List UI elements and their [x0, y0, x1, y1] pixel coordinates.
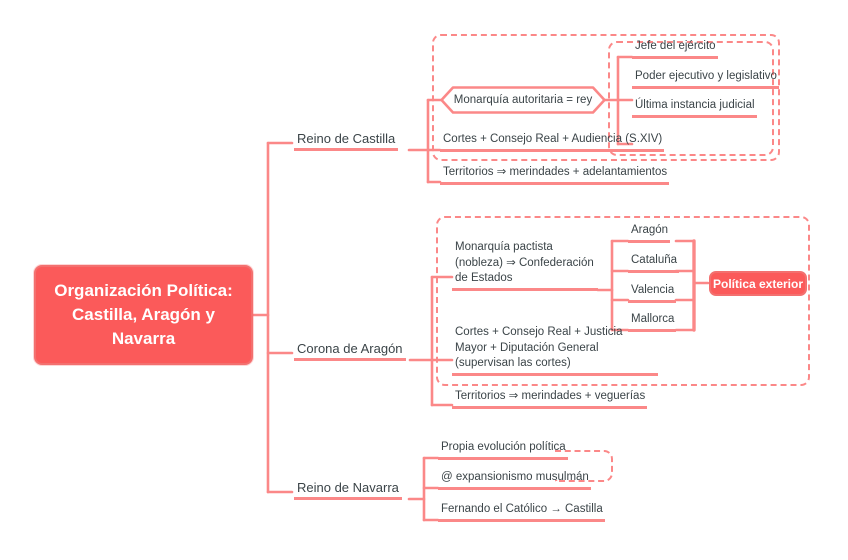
root-label: Organización Política: Castilla, Aragón … [54, 280, 233, 349]
estado-cataluna-label: Cataluña [631, 253, 678, 266]
leaf-estado-cataluna[interactable]: Cataluña [628, 253, 680, 273]
jefe-ejercito-label: Jefe del ejército [635, 39, 716, 52]
aragon-group-outline [436, 216, 810, 386]
cortes-aragon-label: Cortes + Consejo Real + Justicia Mayor +… [455, 326, 623, 369]
navarra-group-outline [555, 450, 613, 482]
node-politica-exterior[interactable]: Política exterior [709, 271, 807, 296]
branch-castilla-text: Reino de Castilla [297, 131, 396, 146]
node-monarquia-autoritaria[interactable]: Monarquía autoritaria = rey [440, 86, 606, 114]
instancia-judicial-label: Última instancia judicial [635, 98, 755, 111]
territorios-castilla-label: Territorios ⇒ merindades + adelantamient… [443, 165, 668, 178]
branch-aragon-text: Corona de Aragón [297, 341, 403, 356]
leaf-estado-aragon[interactable]: Aragón [628, 223, 671, 243]
monarquia-pactista-label: Monarquía pactista (nobleza) ⇒ Confedera… [455, 241, 594, 284]
castilla-subgroup-outline [608, 41, 774, 156]
politica-exterior-label: Política exterior [712, 276, 804, 291]
cortes-castilla-label: Cortes + Consejo Real + Audiencia (S.XIV… [443, 132, 663, 145]
expansionismo-navarra-label: @ expansionismo musulmán [441, 470, 589, 483]
evolucion-navarra-label: Propia evolución política [441, 440, 566, 453]
castilla-group-outline [432, 34, 780, 161]
estado-valencia-label: Valencia [631, 283, 675, 296]
leaf-estado-mallorca[interactable]: Mallorca [628, 312, 677, 332]
branch-label-aragon[interactable]: Corona de Aragón [294, 341, 406, 361]
estado-mallorca-label: Mallorca [631, 312, 675, 325]
leaf-fernando-navarra[interactable]: Fernando el Católico → Castilla [438, 502, 605, 522]
leaf-monarquia-pactista[interactable]: Monarquía pactista (nobleza) ⇒ Confedera… [452, 241, 598, 291]
leaf-estado-valencia[interactable]: Valencia [628, 283, 677, 303]
leaf-cortes-aragon[interactable]: Cortes + Consejo Real + Justicia Mayor +… [452, 326, 658, 376]
leaf-territorios-castilla[interactable]: Territorios ⇒ merindades + adelantamient… [440, 165, 670, 185]
leaf-expansionismo-navarra[interactable]: @ expansionismo musulmán [438, 470, 591, 490]
poder-ejecutivo-label: Poder ejecutivo y legislativo [635, 69, 777, 82]
monarquia-autoritaria-label: Monarquía autoritaria = rey [453, 94, 593, 106]
leaf-cortes-castilla[interactable]: Cortes + Consejo Real + Audiencia (S.XIV… [440, 132, 665, 152]
root-node[interactable]: Organización Política: Castilla, Aragón … [34, 265, 253, 365]
leaf-poder-ejecutivo[interactable]: Poder ejecutivo y legislativo [632, 69, 779, 89]
territorios-aragon-label: Territorios ⇒ merindades + veguerías [455, 389, 646, 402]
branch-label-castilla[interactable]: Reino de Castilla [294, 131, 399, 151]
fernando-navarra-label: Fernando el Católico → Castilla [441, 502, 603, 515]
branch-label-navarra[interactable]: Reino de Navarra [294, 480, 402, 500]
leaf-jefe-ejercito[interactable]: Jefe del ejército [632, 39, 718, 59]
hexagon-shape [440, 86, 606, 114]
leaf-instancia-judicial[interactable]: Última instancia judicial [632, 98, 757, 118]
leaf-evolucion-navarra[interactable]: Propia evolución política [438, 440, 568, 460]
branch-navarra-text: Reino de Navarra [297, 480, 399, 495]
leaf-territorios-aragon[interactable]: Territorios ⇒ merindades + veguerías [452, 389, 648, 409]
estado-aragon-label: Aragón [631, 223, 669, 236]
